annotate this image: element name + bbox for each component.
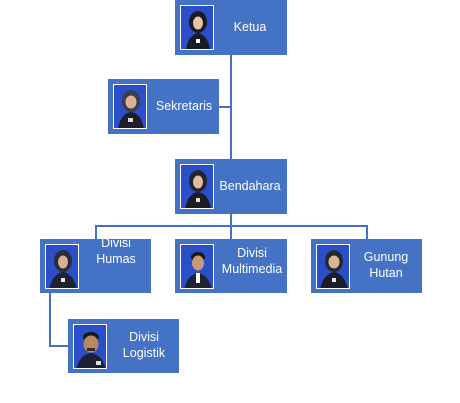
gunung-hutan-photo [316,244,350,289]
node-divisi-logistik: Divisi Logistik [68,319,179,373]
bendahara-label-line1: Bendahara [219,179,281,193]
connector-drop-gunung-hutan [366,225,368,239]
sekretaris-photo [113,84,147,129]
logistik-label-line2: Logistik [122,346,166,360]
multimedia-label-line1: Divisi [237,246,267,260]
sekretaris-label-line1: Sekretaris [155,99,213,113]
connector-humas-logistik-horizontal [49,345,69,347]
multimedia-label: Divisi Multimedia [218,245,286,277]
bendahara-label: Bendahara [217,178,283,194]
gunung-hutan-label-line1: Gunung [363,250,409,264]
node-sekretaris: Sekretaris [108,79,219,134]
connector-horizontal-divisions [95,225,368,227]
sekretaris-label: Sekretaris [152,98,216,114]
connector-drop-multimedia [230,225,232,239]
gunung-hutan-label-line2: Hutan [369,266,403,280]
node-ketua: Ketua [175,0,287,55]
node-bendahara: Bendahara [175,159,287,214]
bendahara-photo [180,164,214,209]
node-gunung-hutan: Gunung Hutan [311,239,422,293]
humas-label-line2: Humas [96,252,136,266]
connector-bendahara-divisions [230,214,232,225]
multimedia-label-line2: Multimedia [221,262,283,276]
humas-label-line1: Divisi [101,236,131,250]
ketua-label-line1: Ketua [233,20,267,34]
multimedia-photo [180,244,214,289]
logistik-label: Divisi Logistik [118,329,170,361]
connector-sekretaris [219,106,231,108]
connector-drop-humas [95,225,97,239]
node-divisi-humas: Divisi Humas [40,236,151,293]
node-divisi-multimedia: Divisi Multimedia [175,239,287,293]
ketua-photo [180,5,214,50]
humas-label: Divisi Humas [90,235,142,267]
connector-humas-logistik-vertical [49,293,51,346]
gunung-hutan-label: Gunung Hutan [359,249,413,281]
logistik-label-line1: Divisi [129,330,159,344]
ketua-label: Ketua [225,19,275,35]
logistik-photo [73,324,107,369]
humas-photo [45,244,79,289]
